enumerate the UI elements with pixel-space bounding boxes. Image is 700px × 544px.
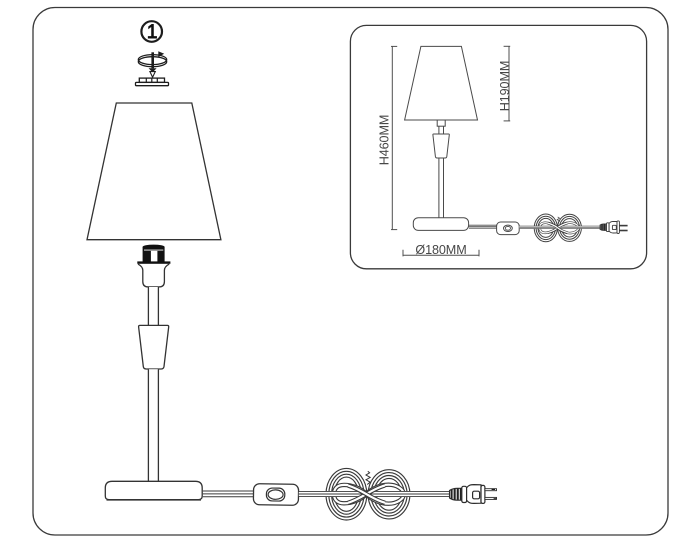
- svg-text:H190MM: H190MM: [498, 61, 512, 112]
- svg-text:H460MM: H460MM: [378, 115, 392, 166]
- svg-text:Ø180MM: Ø180MM: [415, 243, 466, 257]
- svg-text:1: 1: [147, 22, 158, 43]
